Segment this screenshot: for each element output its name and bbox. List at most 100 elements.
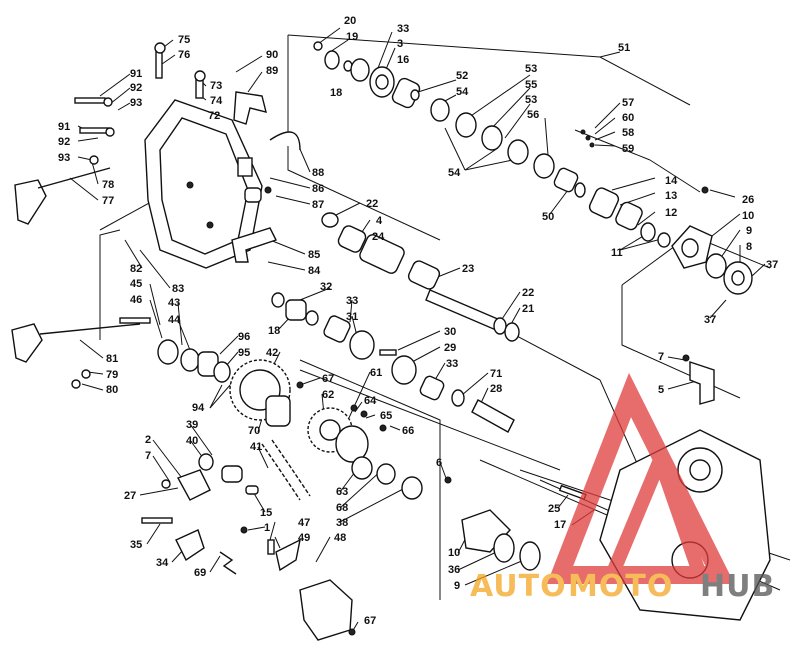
callout-96: 96 [238,331,250,343]
callout-7: 7 [145,450,151,462]
watermark-text-moto: MOTO [568,569,673,604]
callout-86: 86 [312,183,324,195]
callout-1: 1 [264,522,270,534]
callout-38: 38 [336,517,348,529]
callout-82: 82 [130,263,142,275]
callout-85: 85 [308,249,320,261]
callout-22: 22 [522,287,534,299]
callout-15: 15 [260,507,272,519]
callout-77: 77 [102,195,114,207]
callout-3: 3 [397,38,403,50]
callout-11: 11 [611,247,623,259]
callout-80: 80 [106,384,118,396]
callout-56: 56 [527,109,539,121]
callout-58: 58 [622,127,634,139]
callout-51: 51 [618,42,630,54]
callout-95: 95 [238,347,250,359]
callout-81: 81 [106,353,118,365]
callout-42: 42 [266,347,278,359]
callout-72: 72 [208,110,220,122]
callout-91: 91 [130,68,142,80]
callout-93: 93 [58,152,70,164]
callout-63: 63 [336,486,348,498]
callout-66: 66 [402,425,414,437]
callout-18: 18 [330,87,342,99]
callout-2: 2 [145,434,151,446]
callout-33: 33 [446,358,458,370]
callout-32: 32 [320,281,332,293]
callout-22: 22 [366,198,378,210]
callout-84: 84 [308,265,321,277]
callout-79: 79 [106,369,118,381]
callout-46: 46 [130,294,142,306]
callout-numbers: 20 19 18 33 3 16 52 54 53 55 53 56 54 51… [58,15,778,627]
callout-41: 41 [250,441,262,453]
callout-5: 5 [658,384,664,396]
callout-62: 62 [322,389,334,401]
callout-10: 10 [742,210,754,222]
callout-50: 50 [542,211,554,223]
callout-64: 64 [364,395,377,407]
callout-33: 33 [397,23,409,35]
callout-21: 21 [522,303,534,315]
callout-36: 36 [448,564,460,576]
callout-27: 27 [124,490,136,502]
callout-39: 39 [186,419,198,431]
callout-45: 45 [130,278,142,290]
callout-25: 25 [548,503,560,515]
callout-20: 20 [344,15,356,27]
callout-18: 18 [268,325,280,337]
callout-93: 93 [130,97,142,109]
callout-17: 17 [554,519,566,531]
watermark-text-hub: HUB [700,569,775,604]
callout-94: 94 [192,402,205,414]
callout-67: 67 [364,615,376,627]
callout-59: 59 [622,143,634,155]
callout-40: 40 [186,435,198,447]
callout-14: 14 [665,175,678,187]
callout-31: 31 [346,311,358,323]
callout-88: 88 [312,167,324,179]
callout-65: 65 [380,410,392,422]
callout-53: 53 [525,94,537,106]
automotohub-watermark: AUTO MOTO HUB [470,372,775,604]
callout-10: 10 [448,547,460,559]
callout-90: 90 [266,49,278,61]
callout-53: 53 [525,63,537,75]
callout-55: 55 [525,79,537,91]
callout-13: 13 [665,190,677,202]
callout-23: 23 [462,263,474,275]
callout-87: 87 [312,199,324,211]
callout-52: 52 [456,70,468,82]
callout-26: 26 [742,194,754,206]
callout-83: 83 [172,283,184,295]
callout-71: 71 [490,368,502,380]
callout-61: 61 [370,367,382,379]
callout-4: 4 [376,215,383,227]
callout-68: 68 [336,502,348,514]
callout-12: 12 [665,207,677,219]
callout-35: 35 [130,539,142,551]
callout-89: 89 [266,65,278,77]
callout-73: 73 [210,80,222,92]
watermark-text-auto: AUTO [470,569,567,604]
callout-91: 91 [58,121,70,133]
watermark-triangle-inner [605,440,707,578]
callout-49: 49 [298,532,310,544]
callout-57: 57 [622,97,634,109]
callout-37: 37 [704,314,716,326]
callout-48: 48 [334,532,346,544]
callout-30: 30 [444,326,456,338]
callout-28: 28 [490,383,502,395]
callout-9: 9 [454,580,460,592]
callout-9: 9 [746,225,752,237]
callout-67: 67 [322,373,334,385]
callout-43: 43 [168,297,180,309]
callout-8: 8 [746,241,752,253]
callout-54: 54 [456,86,469,98]
callout-7: 7 [658,351,664,363]
callout-16: 16 [397,54,409,66]
callout-69: 69 [194,567,206,579]
callout-24: 24 [372,231,385,243]
